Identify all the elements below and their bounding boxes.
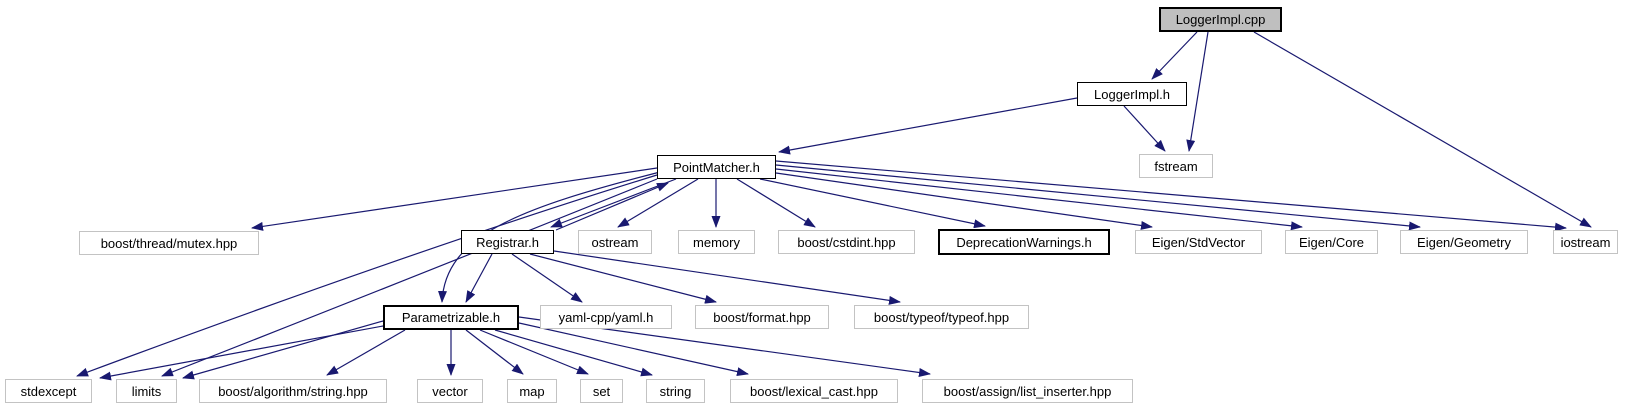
node-boost-thread-mutex-hpp: boost/thread/mutex.hpp — [79, 231, 259, 255]
edge-pointmatcher-h-to-ostream — [617, 178, 699, 228]
edge-pointmatcher-h-to-iostream — [775, 160, 1567, 232]
node-fstream: fstream — [1139, 154, 1213, 178]
edge-pointmatcher-h-to-registrar-h — [550, 178, 677, 228]
edge-pointmatcher-h-to-boost-cstdint-hpp — [736, 178, 816, 228]
node-map: map — [507, 379, 557, 403]
node-memory: memory — [678, 230, 755, 254]
node-eigen-core: Eigen/Core — [1285, 230, 1378, 254]
edge-pointmatcher-h-to-limits — [161, 178, 658, 377]
node-parametrizable-h[interactable]: Parametrizable.h — [383, 305, 519, 330]
edge-loggerimpl-cpp-to-fstream — [1186, 31, 1209, 152]
edge-loggerimpl-cpp-to-loggerimpl-h — [1151, 31, 1198, 80]
node-pointmatcher-h[interactable]: PointMatcher.h — [657, 155, 776, 179]
node-eigen-stdvector: Eigen/StdVector — [1135, 230, 1262, 254]
edge-pointmatcher-h-to-eigen-stdvector — [775, 172, 1153, 230]
node-vector: vector — [417, 379, 483, 403]
edge-registrar-h-to-parametrizable-h — [465, 253, 493, 303]
node-eigen-geometry: Eigen/Geometry — [1400, 230, 1528, 254]
node-limits: limits — [116, 379, 177, 403]
node-deprecationwarnings-h[interactable]: DeprecationWarnings.h — [938, 229, 1110, 255]
edge-parametrizable-h-to-map — [465, 329, 524, 375]
edge-parametrizable-h-to-boost-lexical-cast-hpp — [518, 322, 749, 377]
edge-pointmatcher-h-to-deprecationwarnings-h — [759, 178, 986, 229]
node-boost-format-hpp: boost/format.hpp — [695, 305, 829, 329]
node-yaml-cpp-yaml-h: yaml-cpp/yaml.h — [540, 305, 672, 329]
edge-pointmatcher-h-to-eigen-core — [775, 168, 1303, 231]
node-boost-cstdint-hpp: boost/cstdint.hpp — [778, 230, 915, 254]
node-boost-assign-list-inserter-hpp: boost/assign/list_inserter.hpp — [922, 379, 1133, 403]
edge-lines — [76, 31, 1592, 381]
edge-pointmatcher-h-to-eigen-geometry — [775, 164, 1421, 231]
node-loggerimpl-h[interactable]: LoggerImpl.h — [1077, 82, 1187, 106]
edge-parametrizable-h-to-set — [479, 329, 589, 375]
edge-loggerimpl-cpp-to-iostream — [1253, 31, 1592, 228]
edge-registrar-h-to-boost-typeof-typeof-hpp — [553, 250, 901, 305]
edge-pointmatcher-h-to-boost-thread-mutex-hpp — [251, 167, 658, 231]
edge-loggerimpl-h-to-pointmatcher-h — [778, 97, 1078, 155]
edge-pointmatcher-h-to-stdexcept — [76, 174, 658, 377]
edge-parametrizable-h-to-limits — [182, 320, 384, 380]
edge-pointmatcher-h-to-parametrizable-h — [438, 171, 661, 303]
edge-registrar-h-to-pointmatcher-h — [555, 182, 669, 231]
node-registrar-h[interactable]: Registrar.h — [461, 230, 554, 254]
edge-parametrizable-h-to-boost-algorithm-string-hpp — [326, 329, 406, 376]
node-set: set — [580, 379, 623, 403]
node-string: string — [646, 379, 705, 403]
node-iostream: iostream — [1553, 230, 1618, 254]
edge-loggerimpl-h-to-fstream — [1123, 105, 1166, 152]
edge-registrar-h-to-boost-format-hpp — [529, 253, 717, 304]
node-boost-lexical-cast-hpp: boost/lexical_cast.hpp — [730, 379, 898, 403]
node-boost-typeof-typeof-hpp: boost/typeof/typeof.hpp — [854, 305, 1029, 329]
node-stdexcept: stdexcept — [5, 379, 92, 403]
edge-registrar-h-to-yaml-cpp-yaml-h — [511, 253, 583, 303]
edge-parametrizable-h-to-string — [494, 329, 653, 377]
node-loggerimpl-cpp: LoggerImpl.cpp — [1159, 7, 1282, 32]
node-ostream: ostream — [578, 230, 652, 254]
node-boost-algorithm-string-hpp: boost/algorithm/string.hpp — [199, 379, 387, 403]
